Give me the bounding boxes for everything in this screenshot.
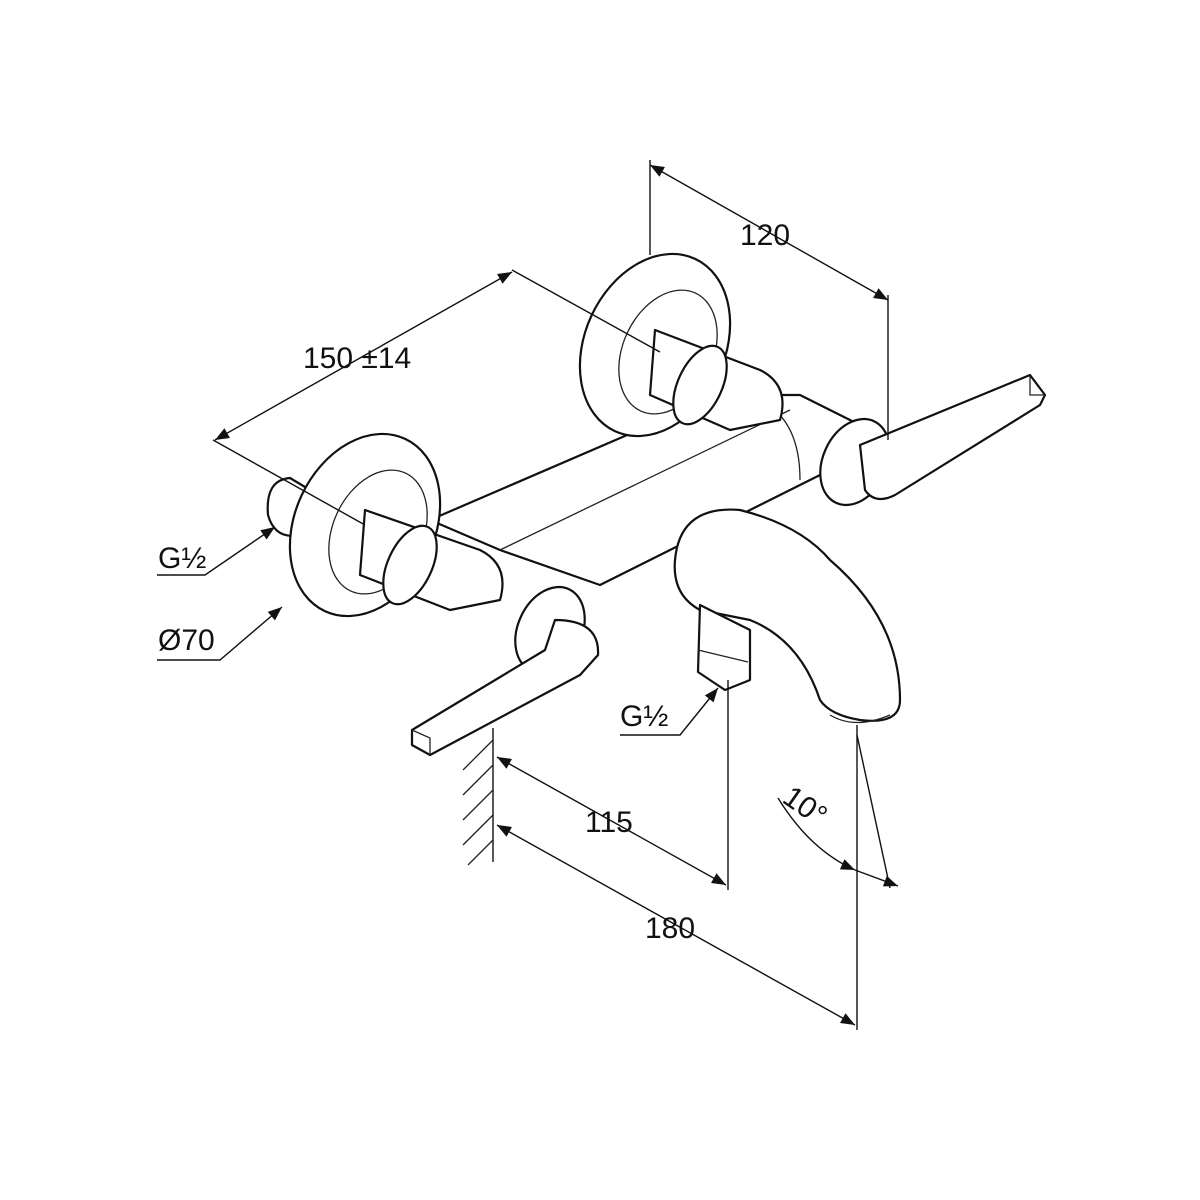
- inlet-thread-callout: G½: [157, 526, 276, 576]
- dimension-label: 180: [645, 912, 695, 945]
- dimension-label: 120: [740, 219, 790, 252]
- dimension-120: 120: [649, 160, 889, 440]
- right-lever: [819, 373, 1047, 507]
- dimension-angle: 10°: [777, 734, 899, 889]
- left-lever: [410, 585, 600, 757]
- wall-line: [462, 728, 494, 866]
- left-rosette: [266, 432, 504, 618]
- dimension-180: 180: [496, 725, 858, 1030]
- right-rosette: [578, 252, 784, 438]
- dimension-115: 115: [496, 680, 729, 890]
- dimension-label: 115: [585, 806, 633, 839]
- dimension-label: 10°: [777, 780, 833, 833]
- dimension-label: G½: [620, 700, 668, 733]
- outlet-thread-callout: G½: [620, 687, 719, 736]
- spout: [673, 508, 902, 724]
- dimension-label: Ø70: [158, 624, 215, 657]
- rosette-diameter-callout: Ø70: [157, 606, 283, 661]
- dimension-label: 150 ±14: [303, 342, 411, 375]
- dimension-150: 150 ±14: [212, 269, 661, 526]
- dimension-label: G½: [158, 542, 206, 575]
